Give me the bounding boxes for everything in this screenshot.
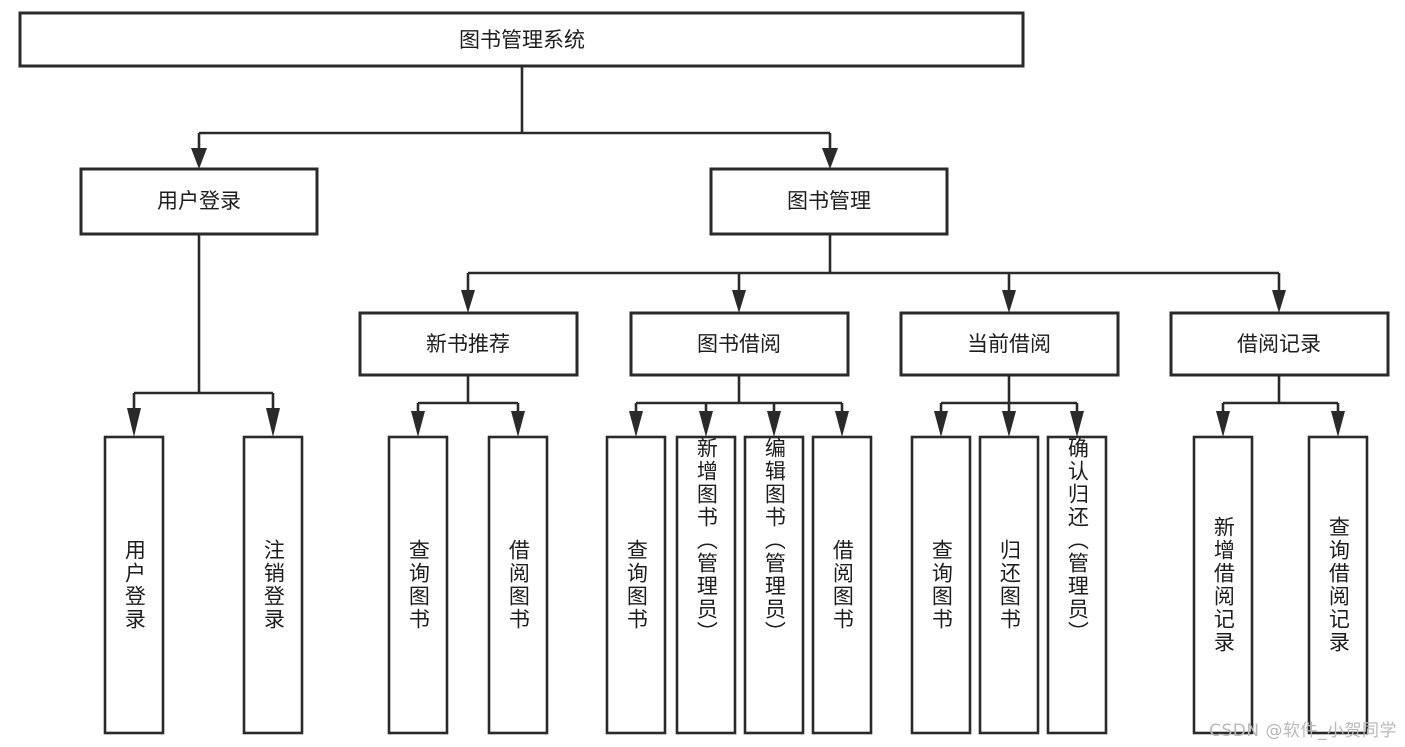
- arrowhead-leaf-borrow-book-1: [511, 411, 525, 437]
- node-leaf-query-book-3[interactable]: [910, 435, 972, 735]
- arrowhead-leaf-query-book-2: [629, 411, 643, 437]
- node-layer: 图书管理系统 用户登录 图书管理 新书推荐 图书借阅 当前借阅 借阅记录: [18, 11, 1390, 735]
- node-leaf-borrow-book-1[interactable]: [487, 435, 549, 735]
- arrowhead-leaf-return-book: [1002, 411, 1016, 437]
- node-book-management-label: 图书管理: [787, 189, 871, 213]
- arrowhead-book-management: [822, 148, 838, 169]
- node-current-borrow[interactable]: [899, 311, 1120, 377]
- node-leaf-add-book[interactable]: [675, 435, 737, 735]
- arrowhead-leaf-confirm-return: [1070, 411, 1084, 437]
- node-user-login-label: 用户登录: [157, 189, 241, 213]
- node-leaf-confirm-return[interactable]: [1046, 435, 1108, 735]
- node-new-book-recommend[interactable]: [358, 311, 579, 377]
- arrowhead-book-borrow: [732, 290, 746, 313]
- node-root[interactable]: [18, 11, 1025, 68]
- arrowhead-leaf-add-book: [699, 411, 713, 437]
- node-new-book-recommend-label: 新书推荐: [426, 332, 510, 356]
- arrowhead-leaf-user-login: [127, 408, 141, 437]
- arrowhead-new-book-recommend: [461, 290, 475, 313]
- node-book-borrow-label: 图书借阅: [697, 332, 781, 356]
- arrowhead-current-borrow: [1002, 290, 1016, 313]
- node-leaf-return-book[interactable]: [978, 435, 1040, 735]
- node-leaf-query-book-1[interactable]: [387, 435, 449, 735]
- node-leaf-query-book-2[interactable]: [605, 435, 667, 735]
- connector-layer: [127, 66, 1345, 437]
- arrowhead-leaf-query-record: [1331, 411, 1345, 437]
- arrowhead-leaf-query-book-3: [934, 411, 948, 437]
- arrowhead-leaf-borrow-book-2: [835, 411, 849, 437]
- node-leaf-query-record[interactable]: [1307, 435, 1369, 735]
- node-borrow-record-label: 借阅记录: [1237, 332, 1321, 356]
- node-book-management[interactable]: [709, 167, 949, 236]
- node-user-login[interactable]: [79, 167, 319, 236]
- node-leaf-borrow-book-2[interactable]: [811, 435, 873, 735]
- arrowhead-leaf-add-record: [1216, 411, 1230, 437]
- node-borrow-record[interactable]: [1169, 311, 1390, 377]
- csdn-watermark: CSDN @软件_小贺同学: [1209, 721, 1397, 741]
- arrowhead-leaf-query-book-1: [411, 411, 425, 437]
- node-leaf-edit-book[interactable]: [743, 435, 805, 735]
- arrowhead-leaf-edit-book: [767, 411, 781, 437]
- node-current-borrow-label: 当前借阅: [967, 332, 1051, 356]
- arrowhead-user-login: [191, 148, 207, 169]
- node-book-borrow[interactable]: [629, 311, 850, 377]
- node-leaf-user-login[interactable]: [103, 435, 165, 735]
- arrowhead-leaf-logout-login: [266, 408, 280, 437]
- node-leaf-add-record[interactable]: [1192, 435, 1254, 735]
- node-root-label: 图书管理系统: [459, 28, 585, 52]
- node-leaf-logout-login[interactable]: [242, 435, 304, 735]
- arrowhead-borrow-record: [1272, 290, 1286, 313]
